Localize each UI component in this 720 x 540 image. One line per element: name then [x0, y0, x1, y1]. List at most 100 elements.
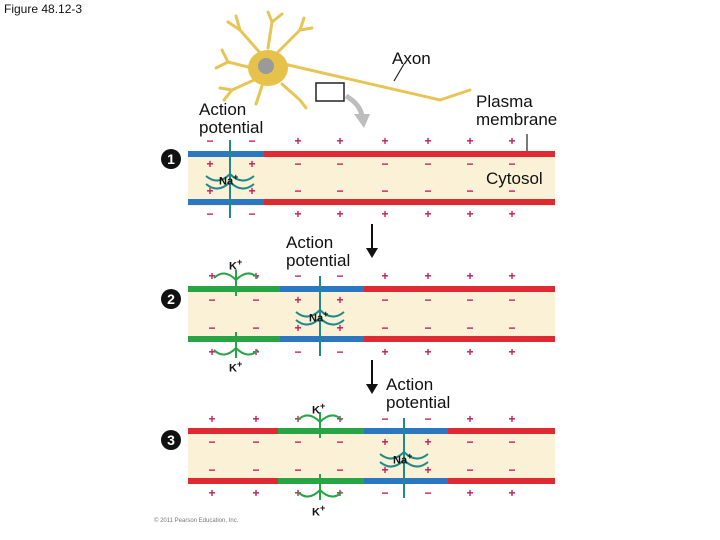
- svg-text:+: +: [424, 269, 431, 283]
- svg-text:−: −: [508, 321, 515, 335]
- svg-text:+: +: [294, 134, 301, 148]
- svg-text:−: −: [252, 293, 259, 307]
- svg-text:+: +: [508, 345, 515, 359]
- svg-text:+: +: [381, 463, 388, 477]
- ion-symbol: K: [229, 362, 237, 375]
- svg-text:−: −: [381, 412, 388, 426]
- k-ion-label: K+: [312, 503, 326, 519]
- svg-text:−: −: [508, 463, 515, 477]
- ion-charge: +: [233, 172, 239, 182]
- svg-text:+: +: [424, 134, 431, 148]
- ion-symbol: Na: [393, 454, 408, 467]
- panel-step-2: ++ −− ++++ −− ++ −−−− −− ++ −−−− ++ −− +…: [188, 269, 555, 359]
- svg-text:−: −: [208, 293, 215, 307]
- svg-text:+: +: [336, 293, 343, 307]
- svg-text:+: +: [508, 486, 515, 500]
- na-influx-arrows: [379, 418, 429, 498]
- svg-text:+: +: [336, 134, 343, 148]
- svg-text:−: −: [424, 157, 431, 171]
- svg-text:+: +: [206, 184, 213, 198]
- ion-symbol: K: [312, 404, 320, 417]
- depolarized-segment: [280, 336, 364, 342]
- depolarized-segment: [188, 151, 264, 157]
- svg-text:−: −: [294, 269, 301, 283]
- k-ion-label: K+: [229, 359, 242, 375]
- depolarized-segment: [364, 478, 448, 484]
- svg-text:−: −: [381, 293, 388, 307]
- ion-charge: +: [407, 451, 413, 461]
- svg-text:+: +: [206, 157, 213, 171]
- svg-text:+: +: [336, 321, 343, 335]
- copyright-notice: © 2011 Pearson Education, Inc.: [154, 518, 239, 524]
- svg-text:+: +: [208, 412, 215, 426]
- repolarizing-segment: [188, 286, 280, 292]
- na-influx-arrows: [205, 140, 255, 218]
- svg-text:−: −: [381, 321, 388, 335]
- svg-text:−: −: [466, 184, 473, 198]
- ion-charge: +: [236, 257, 243, 267]
- ion-symbol: K: [229, 260, 237, 273]
- svg-text:−: −: [336, 269, 343, 283]
- svg-text:−: −: [336, 463, 343, 477]
- svg-text:+: +: [381, 345, 388, 359]
- svg-text:−: −: [294, 435, 301, 449]
- svg-text:+: +: [424, 207, 431, 221]
- svg-text:−: −: [424, 412, 431, 426]
- svg-text:+: +: [252, 412, 259, 426]
- zoom-box: [315, 82, 345, 102]
- svg-text:+: +: [424, 435, 431, 449]
- svg-text:−: −: [424, 293, 431, 307]
- svg-text:+: +: [508, 269, 515, 283]
- action-potential-label-1: Action potential: [199, 100, 264, 137]
- svg-text:−: −: [336, 157, 343, 171]
- depolarized-segment: [188, 199, 264, 205]
- cytosol-label: Cytosol: [486, 169, 543, 188]
- svg-text:−: −: [248, 207, 255, 221]
- svg-text:−: −: [381, 486, 388, 500]
- svg-text:+: +: [508, 134, 515, 148]
- svg-text:+: +: [466, 134, 473, 148]
- svg-text:+: +: [466, 412, 473, 426]
- panel-step-1: −− ++++++ ++ −−−−−− ++ −−−−−− −− ++++++: [188, 134, 555, 221]
- plasma-membrane-label: Plasma membrane: [476, 92, 558, 129]
- svg-text:−: −: [424, 184, 431, 198]
- na-ion-label: Na+: [393, 451, 413, 467]
- svg-text:−: −: [336, 345, 343, 359]
- svg-text:−: −: [424, 321, 431, 335]
- ion-symbol: Na: [309, 312, 324, 325]
- ion-charge: +: [319, 401, 326, 411]
- svg-text:−: −: [508, 184, 515, 198]
- svg-text:−: −: [294, 463, 301, 477]
- depolarized-segment: [280, 286, 364, 292]
- k-efflux-arrows: [213, 270, 259, 358]
- ion-symbol: Na: [219, 175, 234, 188]
- svg-text:−: −: [208, 463, 215, 477]
- k-efflux-arrows: [297, 412, 343, 500]
- axon-label: Axon: [392, 49, 431, 68]
- k-ion-label: K+: [312, 401, 326, 417]
- svg-text:+: +: [381, 207, 388, 221]
- ion-charge: +: [319, 503, 326, 513]
- svg-text:+: +: [294, 321, 301, 335]
- step-number-3: 3: [161, 430, 181, 450]
- svg-text:−: −: [294, 157, 301, 171]
- svg-text:−: −: [206, 134, 213, 148]
- ion-charge: +: [323, 309, 329, 319]
- svg-text:+: +: [424, 345, 431, 359]
- svg-text:+: +: [248, 184, 255, 198]
- svg-text:+: +: [424, 463, 431, 477]
- svg-text:+: +: [252, 486, 259, 500]
- neuron-illustration: [214, 10, 528, 156]
- svg-text:+: +: [466, 345, 473, 359]
- step-number-1: 1: [161, 149, 181, 169]
- svg-text:−: −: [466, 321, 473, 335]
- svg-text:−: −: [508, 293, 515, 307]
- figure-label: Figure 48.12-3: [4, 2, 83, 16]
- svg-text:+: +: [381, 435, 388, 449]
- svg-text:−: −: [206, 207, 213, 221]
- svg-text:−: −: [252, 435, 259, 449]
- svg-text:+: +: [508, 207, 515, 221]
- depolarized-segment: [364, 428, 448, 434]
- svg-text:−: −: [294, 184, 301, 198]
